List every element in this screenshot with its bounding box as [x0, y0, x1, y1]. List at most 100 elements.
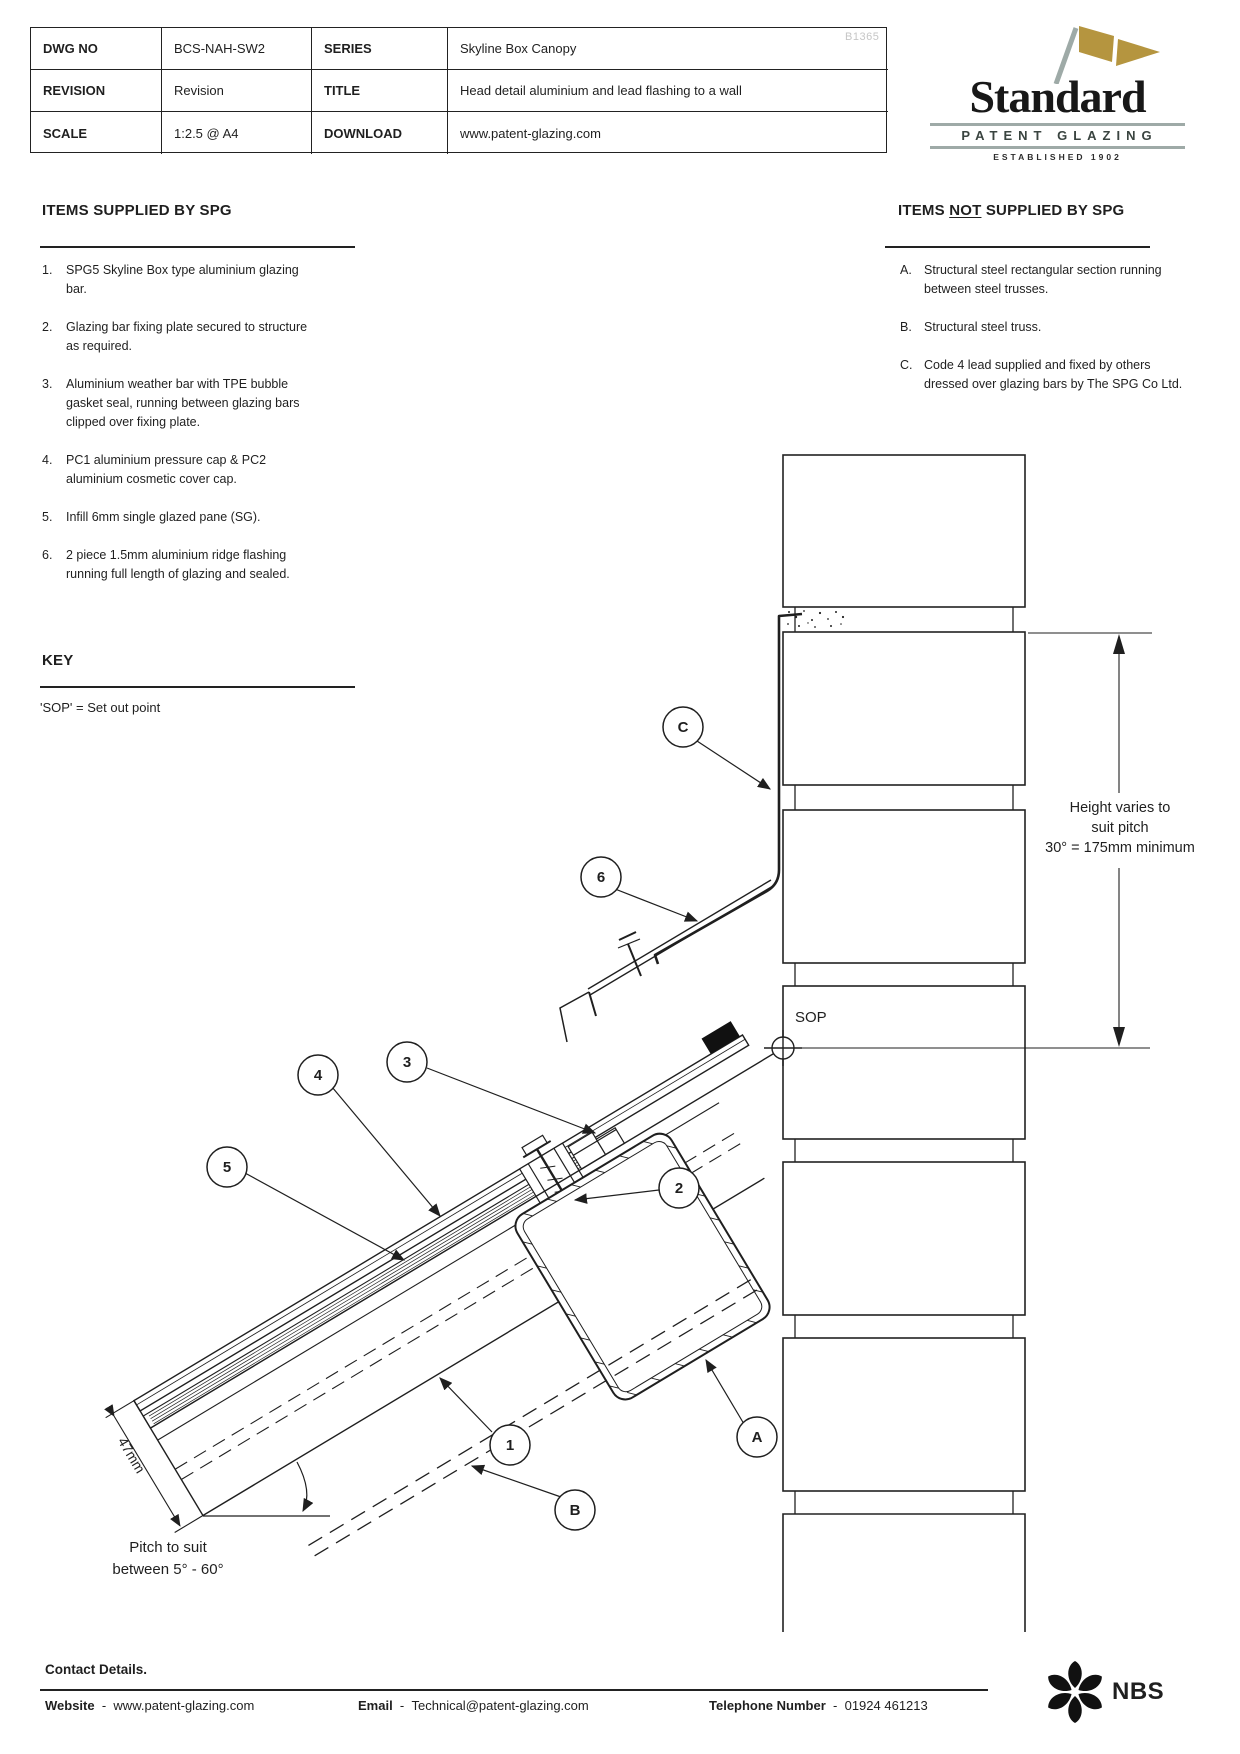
item-letter: A.: [900, 263, 912, 277]
watermark: B1365: [845, 31, 880, 43]
balloon-leaders: [244, 740, 772, 1498]
pitch-note: Pitch to suit between 5° - 60°: [112, 1539, 223, 1578]
heading-part: SUPPLIED BY SPG: [981, 202, 1125, 219]
gasket-seal-wedge: [701, 1021, 740, 1055]
supplied-heading-rule: [40, 246, 355, 248]
heading-not: NOT: [949, 202, 982, 219]
company-logo: Standard PATENT GLAZING ESTABLISHED 1902: [930, 22, 1185, 167]
nbs-logo-icon: [1048, 1661, 1102, 1723]
logo-rule: [930, 123, 1185, 126]
balloon-1: 1: [489, 1424, 531, 1466]
item-number: 6.: [42, 548, 53, 562]
balloon-C: C: [662, 706, 704, 748]
item-text: Structural steel rectangular section run…: [924, 263, 1162, 296]
footer-website: Website - www.patent-glazing.com: [45, 1698, 254, 1713]
supplied-heading: ITEMS SUPPLIED BY SPG: [42, 202, 232, 219]
title-block-label: DWG NO: [31, 28, 162, 70]
svg-text:2: 2: [675, 1180, 683, 1197]
svg-text:suit pitch: suit pitch: [1091, 820, 1148, 836]
item-number: 3.: [42, 377, 53, 391]
svg-text:4: 4: [314, 1067, 323, 1084]
item-number: 5.: [42, 510, 53, 524]
steel-truss-hidden: [308, 1277, 761, 1557]
not-supplied-heading-rule: [885, 246, 1150, 248]
dim-47mm-label: 47mm: [115, 1434, 149, 1476]
nbs-logo-text: NBS: [1112, 1678, 1165, 1705]
balloon-2: 2: [658, 1167, 700, 1209]
svg-text:6: 6: [597, 869, 605, 886]
logo-established: ESTABLISHED 1902: [993, 152, 1122, 162]
key-heading-rule: [40, 686, 355, 688]
svg-text:Pitch to suit: Pitch to suit: [129, 1539, 207, 1556]
contact-heading: Contact Details.: [45, 1662, 148, 1677]
title-block-label: REVISION: [31, 70, 162, 112]
email-label: Email: [358, 1698, 393, 1713]
svg-text:3: 3: [403, 1054, 411, 1071]
list-item: 4. PC1 aluminium pressure cap & PC2 alum…: [42, 451, 310, 489]
revision-value: Revision: [162, 70, 312, 112]
phone-number: 01924 461213: [844, 1698, 928, 1713]
ridge-flashing: [559, 879, 774, 1043]
title-block-label: DOWNLOAD: [312, 112, 448, 154]
wall-blockwork: [782, 454, 1026, 1632]
footer-rule: [40, 1689, 988, 1691]
mortar-speckles: [787, 610, 845, 628]
email-link[interactable]: Technical@patent-glazing.com: [411, 1698, 589, 1713]
list-item: 1. SPG5 Skyline Box type aluminium glazi…: [42, 261, 310, 299]
logo-subtitle: PATENT GLAZING: [961, 128, 1158, 143]
item-text: Infill 6mm single glazed pane (SG).: [66, 510, 261, 524]
wall-mortar-joints: [794, 607, 1014, 1514]
balloon-6: 6: [580, 856, 622, 898]
item-number: 4.: [42, 453, 53, 467]
list-item: 2. Glazing bar fixing plate secured to s…: [42, 318, 310, 356]
item-number: 1.: [42, 263, 53, 277]
separator: -: [399, 1698, 405, 1713]
sop-label: SOP: [795, 1009, 827, 1026]
footer-phone: Telephone Number - 01924 461213: [709, 1698, 928, 1713]
item-text: Code 4 lead supplied and fixed by others…: [924, 358, 1183, 391]
title-block-label: SERIES: [312, 28, 448, 70]
title-block-label: SCALE: [31, 112, 162, 154]
item-text: SPG5 Skyline Box type aluminium glazing …: [66, 263, 299, 296]
website-label: Website: [45, 1698, 95, 1713]
title-block: DWG NO BCS-NAH-SW2 SERIES Skyline Box Ca…: [30, 27, 888, 154]
supplied-list: 1. SPG5 Skyline Box type aluminium glazi…: [42, 261, 310, 603]
scale-value: 1:2.5 @ A4: [162, 112, 312, 154]
pitch-indicator: [203, 1461, 330, 1517]
glass-pane: [142, 1150, 593, 1429]
item-number: 2.: [42, 320, 53, 334]
dim-47mm: [104, 1400, 204, 1533]
balloon-4: 4: [297, 1054, 339, 1096]
logo-rule: [930, 146, 1185, 149]
flag-icon: [1042, 22, 1172, 85]
list-item: B. Structural steel truss.: [900, 318, 1190, 337]
svg-text:5: 5: [223, 1159, 231, 1176]
list-item: 5. Infill 6mm single glazed pane (SG).: [42, 508, 310, 527]
heading-part: ITEMS: [898, 202, 950, 219]
item-letter: B.: [900, 320, 912, 334]
download-link[interactable]: www.patent-glazing.com: [460, 125, 601, 141]
item-text: PC1 aluminium pressure cap & PC2 alumini…: [66, 453, 267, 486]
not-supplied-list: A. Structural steel rectangular section …: [900, 261, 1190, 413]
website-link[interactable]: www.patent-glazing.com: [113, 1698, 255, 1713]
svg-text:C: C: [678, 719, 689, 736]
lead-flashing: [653, 612, 803, 965]
key-heading: KEY: [42, 652, 74, 669]
item-letter: C.: [900, 358, 913, 372]
svg-text:Height varies to: Height varies to: [1070, 800, 1171, 816]
balloon-5: 5: [206, 1146, 248, 1188]
item-text: Aluminium weather bar with TPE bubble ga…: [66, 377, 300, 429]
balloon-A: A: [736, 1416, 778, 1458]
height-dimension: [1028, 632, 1152, 1047]
balloon-B: B: [554, 1489, 596, 1531]
key-entry: 'SOP' = Set out point: [40, 700, 161, 715]
item-text: Glazing bar fixing plate secured to stru…: [66, 320, 308, 353]
separator: -: [101, 1698, 107, 1713]
list-item: 3. Aluminium weather bar with TPE bubble…: [42, 375, 310, 432]
series-value: Skyline Box Canopy: [448, 28, 888, 70]
svg-text:A: A: [752, 1429, 763, 1446]
svg-text:B: B: [570, 1502, 581, 1519]
list-item: A. Structural steel rectangular section …: [900, 261, 1190, 299]
separator: -: [833, 1698, 838, 1713]
